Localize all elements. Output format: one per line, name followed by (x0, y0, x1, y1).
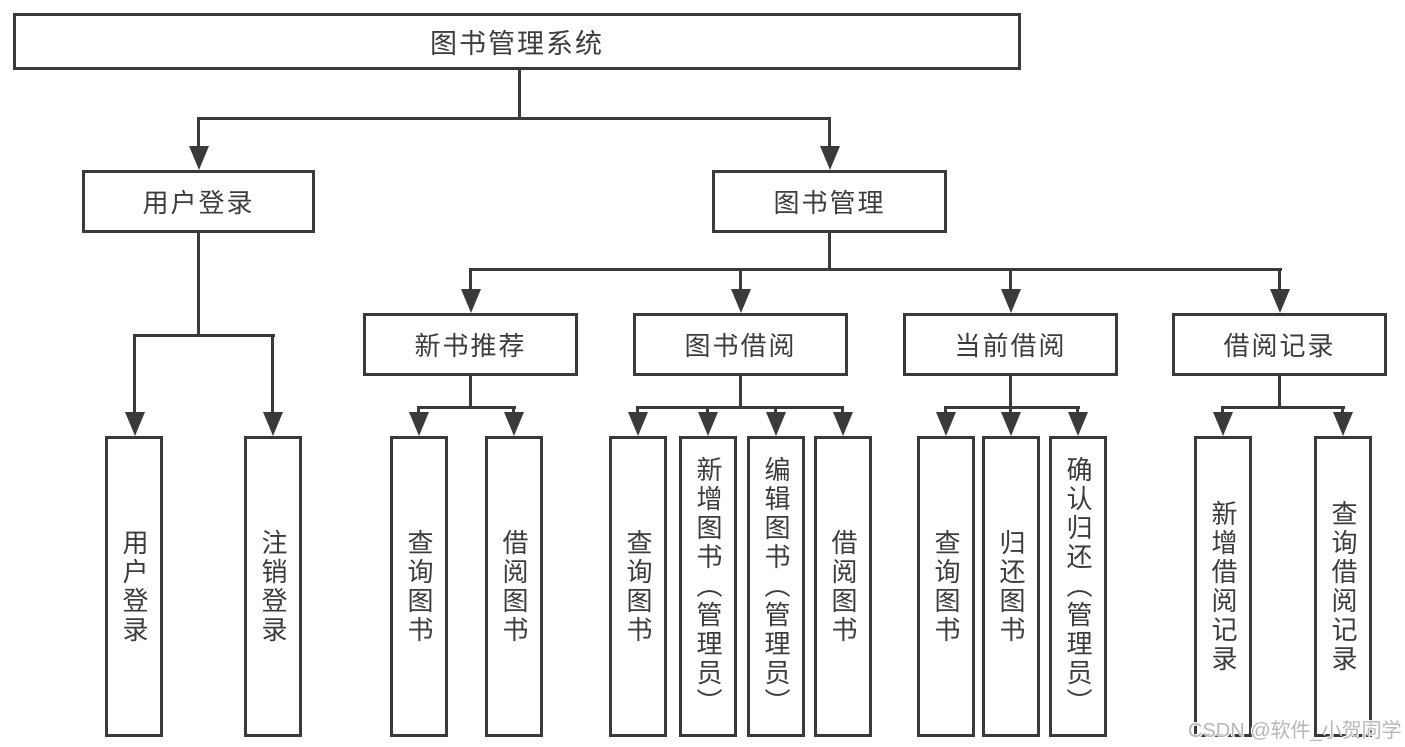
node-book-management: 图书管理 (712, 170, 947, 233)
node-book-management-system: 图书管理系统 (13, 13, 1021, 70)
arrowhead-add-borrow-record (1212, 406, 1233, 436)
leaf-add-borrow-record: 新增借阅记录 (1194, 436, 1252, 737)
leaf-confirm-return-admin: 确认归还（管理员） (1049, 436, 1107, 737)
connector-level3-rail (469, 268, 1282, 271)
leaf-borrow-books-recommend: 借阅图书 (485, 436, 543, 737)
arrowhead-borrow-records (1269, 268, 1290, 313)
leaf-logout: 注销登录 (244, 436, 302, 737)
connector-recommend-stem (469, 376, 472, 409)
arrowhead-query-books-borrow (627, 406, 648, 436)
arrowhead-borrow-books-recommend (503, 406, 524, 436)
connector-root-stem (518, 70, 521, 118)
connector-current-rail (944, 406, 1080, 409)
arrowhead-user-login (188, 117, 209, 170)
arrowhead-borrow-books (832, 406, 853, 436)
arrowhead-leaf-logout (262, 334, 283, 436)
arrowhead-leaf-user-login (124, 334, 145, 436)
connector-book-management-stem (828, 233, 831, 271)
arrowhead-return-books (1000, 406, 1021, 436)
node-new-book-recommend: 新书推荐 (363, 313, 578, 376)
leaf-user-login: 用户登录 (105, 436, 163, 737)
connector-records-stem (1278, 376, 1281, 409)
leaf-edit-book-admin: 编辑图书（管理员） (747, 436, 805, 737)
leaf-query-books-recommend: 查询图书 (390, 436, 448, 737)
arrowhead-current-borrow (1000, 268, 1021, 313)
arrowhead-new-book-recommend (460, 268, 481, 313)
arrowhead-add-book-admin (697, 406, 718, 436)
leaf-add-book-admin: 新增图书（管理员） (679, 436, 737, 737)
arrowhead-book-management (819, 117, 840, 170)
connector-user-login-rail (133, 334, 275, 337)
leaf-query-books-current: 查询图书 (917, 436, 975, 737)
connector-current-stem (1009, 376, 1012, 409)
leaf-borrow-books: 借阅图书 (814, 436, 872, 737)
arrowhead-query-books-recommend (408, 406, 429, 436)
arrowhead-query-books-current (935, 406, 956, 436)
node-current-borrow: 当前借阅 (903, 313, 1118, 376)
arrowhead-query-borrow-record (1332, 406, 1353, 436)
node-borrow-records: 借阅记录 (1172, 313, 1387, 376)
arrowhead-book-borrow (730, 268, 751, 313)
connector-user-login-stem (197, 233, 200, 337)
node-book-borrow: 图书借阅 (633, 313, 848, 376)
arrowhead-confirm-return-admin (1067, 406, 1088, 436)
connector-records-rail (1221, 406, 1345, 409)
arrowhead-edit-book-admin (765, 406, 786, 436)
connector-borrow-rail (636, 406, 844, 409)
leaf-query-borrow-record: 查询借阅记录 (1314, 436, 1372, 737)
leaf-return-books: 归还图书 (982, 436, 1040, 737)
csdn-watermark: CSDN @软件_小贺同学 (1188, 720, 1402, 742)
connector-borrow-stem (739, 376, 742, 409)
node-user-login: 用户登录 (82, 170, 315, 233)
connector-recommend-rail (417, 406, 516, 409)
leaf-query-books-borrow: 查询图书 (609, 436, 667, 737)
connector-level2-rail (197, 117, 831, 120)
